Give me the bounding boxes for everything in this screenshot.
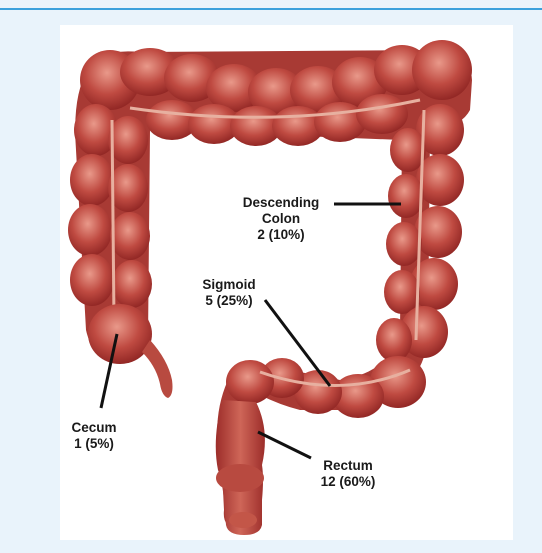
rectum-label: Rectum 12 (60%) bbox=[312, 458, 384, 490]
rectum bbox=[216, 400, 265, 535]
rectum-leader-line bbox=[258, 432, 311, 458]
rectum-label-line-2: 12 (60%) bbox=[312, 474, 384, 490]
descending-label-line-1: Descending bbox=[236, 195, 326, 211]
sigmoid-label-line-1: Sigmoid bbox=[190, 277, 268, 293]
descending-colon-label: Descending Colon 2 (10%) bbox=[236, 195, 326, 243]
cecum-label: Cecum 1 (5%) bbox=[64, 420, 124, 452]
descending-colon bbox=[376, 104, 464, 362]
rectum-label-line-1: Rectum bbox=[312, 458, 384, 474]
cecum-label-line-2: 1 (5%) bbox=[64, 436, 124, 452]
cecum-label-line-1: Cecum bbox=[64, 420, 124, 436]
descending-label-line-2: Colon bbox=[236, 211, 326, 227]
sigmoid-label: Sigmoid 5 (25%) bbox=[190, 277, 268, 309]
sigmoid-label-line-2: 5 (25%) bbox=[190, 293, 268, 309]
descending-label-line-3: 2 (10%) bbox=[236, 227, 326, 243]
cecum bbox=[88, 304, 173, 398]
